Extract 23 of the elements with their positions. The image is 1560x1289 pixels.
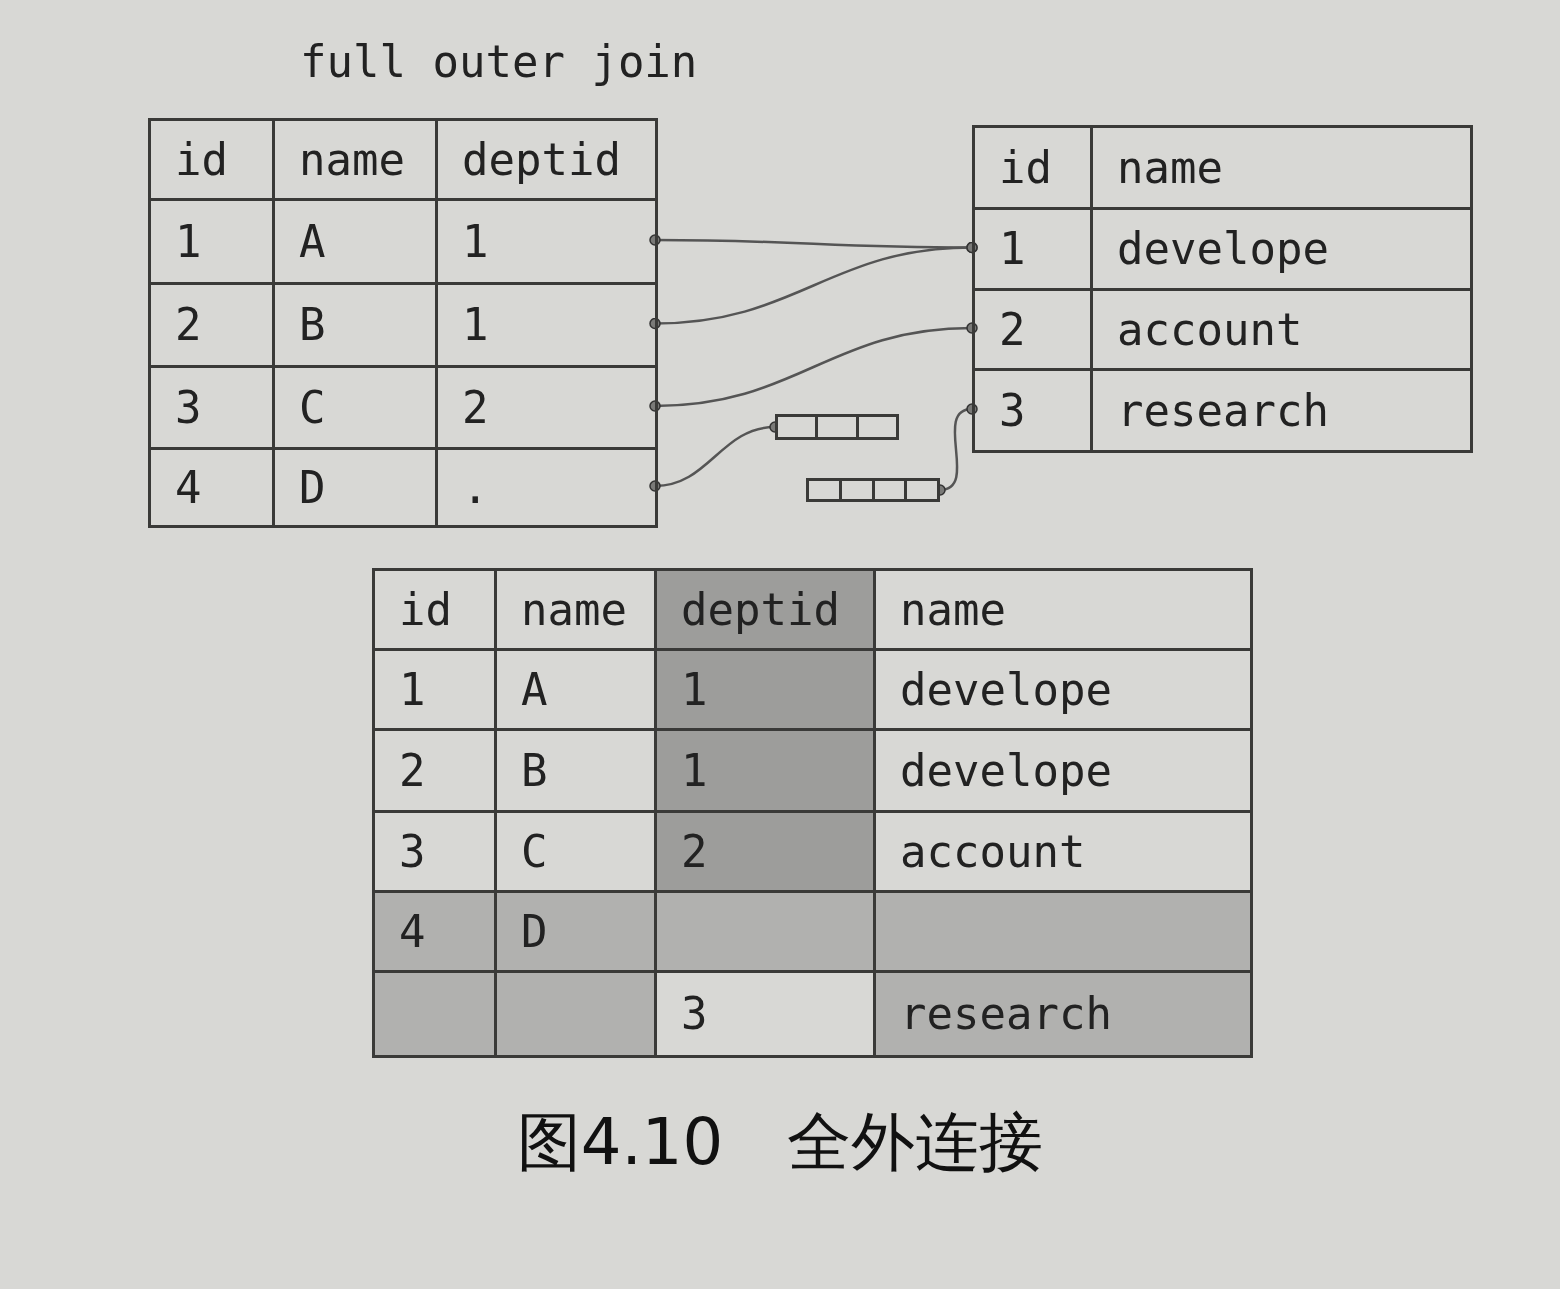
table-cell: research — [873, 970, 1253, 1058]
table-cell: deptid — [654, 568, 876, 651]
table-cell: id — [148, 118, 275, 201]
table-cell: 4 — [148, 447, 275, 528]
table-cell: id — [372, 568, 497, 651]
table-cell: 1 — [654, 648, 876, 731]
table-cell: name — [873, 568, 1253, 651]
table-cell: D — [494, 890, 657, 973]
table-cell: deptid — [435, 118, 658, 201]
table-cell: 4 — [372, 890, 497, 973]
table-cell: 1 — [654, 728, 876, 813]
connector-line — [649, 322, 978, 412]
null-record-bar — [775, 414, 899, 440]
join-key-cell: 3 — [972, 368, 1093, 453]
table-cell: name — [1090, 125, 1473, 210]
table-cell: 2 — [654, 810, 876, 893]
connector-line — [649, 241, 978, 330]
table-cell: id — [972, 125, 1093, 210]
null-record-bar — [806, 478, 940, 502]
figure-caption: 图4.10 全外连接 — [515, 1110, 1045, 1174]
join-key-cell: . — [435, 447, 658, 528]
table-cell: research — [1090, 368, 1473, 453]
join-title: full outer join — [300, 40, 698, 84]
